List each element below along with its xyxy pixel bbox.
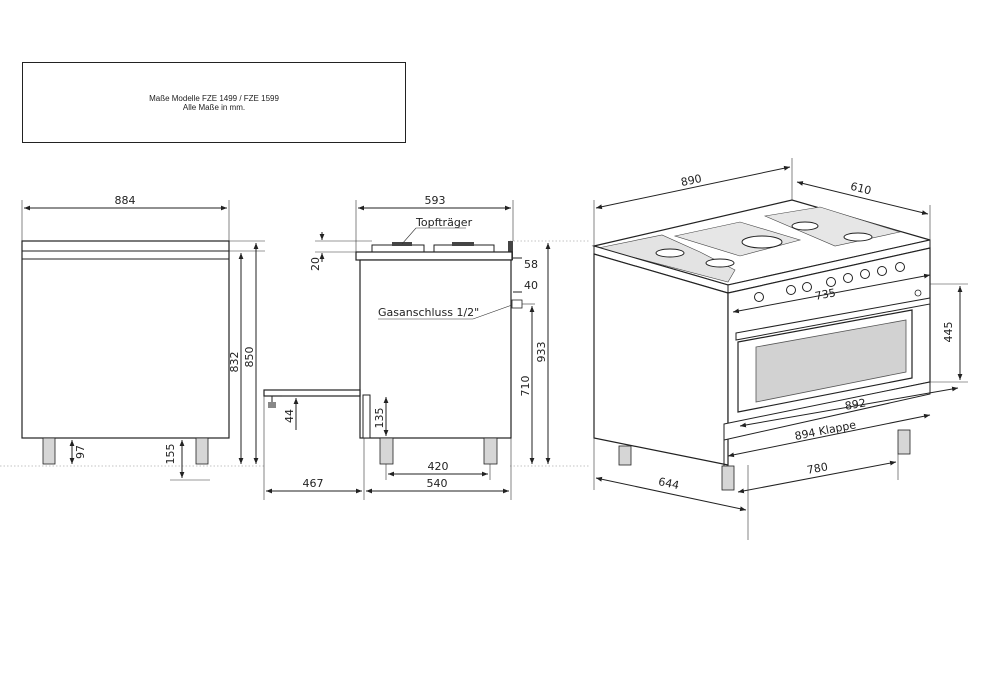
iso-leg-left — [618, 445, 632, 466]
side-leg-left — [379, 437, 394, 465]
dim-iso-780: 780 — [806, 460, 829, 476]
dim-iso-644: 644 — [657, 475, 680, 492]
dim-front-97: 97 — [74, 445, 87, 459]
iso-leg-right — [897, 429, 911, 455]
title-box: Maße Modelle FZE 1499 / FZE 1599 Alle Ma… — [22, 62, 406, 143]
dim-side-40: 40 — [524, 279, 538, 292]
dim-side-540: 540 — [427, 477, 448, 490]
dim-iso-445: 445 — [942, 322, 955, 343]
pot-support-right — [433, 244, 495, 253]
dim-iso-735: 735 — [814, 286, 837, 303]
dim-side-135: 135 — [373, 408, 386, 429]
dim-front-155: 155 — [164, 444, 177, 465]
front-leg-right — [195, 437, 209, 465]
side-view: 593 Topfträger 20 58 40 Gasanschluss 1/2… — [263, 194, 590, 500]
title-units: Alle Maße in mm. — [182, 102, 246, 112]
pot-support-left — [371, 244, 425, 253]
dim-side-933: 933 — [535, 342, 548, 363]
dim-side-58: 58 — [524, 258, 538, 271]
dim-front-832: 832 — [228, 352, 241, 373]
dim-side-593: 593 — [425, 194, 446, 207]
label-pot-support: Topfträger — [415, 216, 473, 229]
dim-side-420: 420 — [428, 460, 449, 473]
dim-front-850: 850 — [243, 347, 256, 368]
dim-side-467: 467 — [303, 477, 324, 490]
iso-view: 890 610 735 445 892 894 Klappe 780 644 — [591, 158, 968, 540]
side-leg-right — [483, 437, 498, 465]
title-models: Maße Modelle FZE 1499 / FZE 1599 — [149, 93, 279, 103]
iso-leg-front — [721, 465, 735, 491]
cooker-left-side — [593, 253, 729, 466]
backsplash — [508, 241, 513, 260]
dim-iso-610: 610 — [849, 180, 873, 198]
dim-side-20: 20 — [309, 257, 322, 271]
front-view: 884 832 850 97 155 — [0, 194, 265, 481]
oven-window — [755, 319, 907, 403]
open-door — [263, 389, 361, 397]
front-leg-left — [42, 437, 56, 465]
dim-front-width: 884 — [115, 194, 136, 207]
gas-fitting — [511, 299, 523, 309]
dim-side-710: 710 — [519, 376, 532, 397]
dim-iso-892: 892 — [844, 396, 867, 412]
dim-side-44: 44 — [283, 409, 296, 423]
label-gas-connection: Gasanschluss 1/2" — [378, 306, 479, 319]
dim-iso-890: 890 — [680, 172, 703, 189]
front-body — [21, 240, 230, 439]
